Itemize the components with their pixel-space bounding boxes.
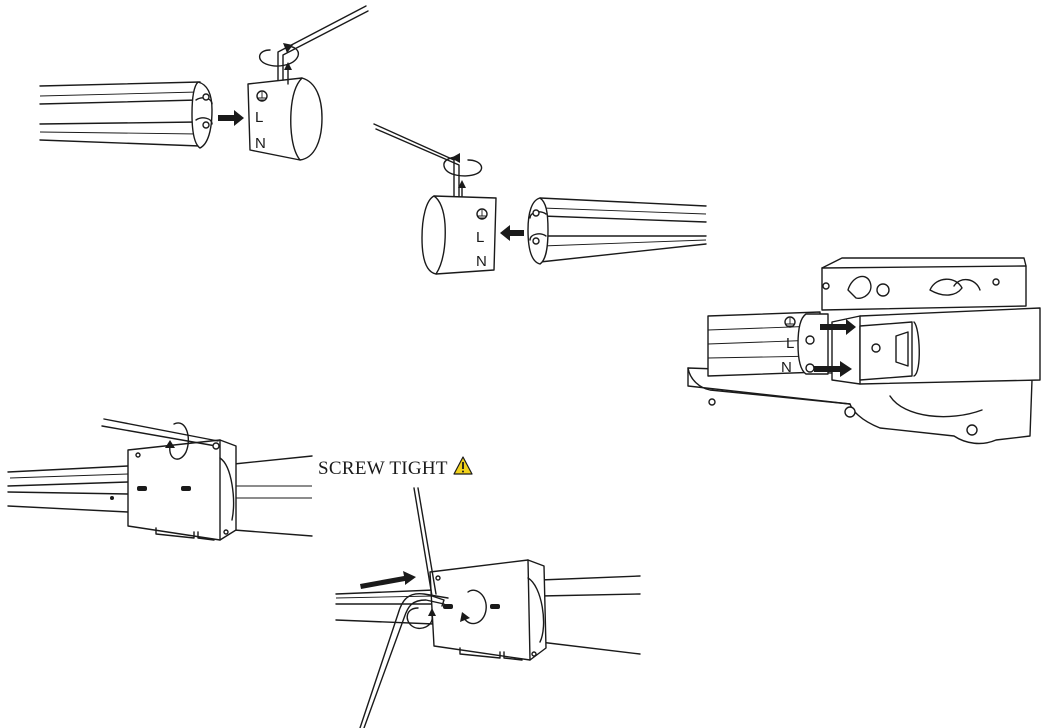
connector-block: L N (421, 195, 497, 275)
hex-key-icon (277, 5, 369, 81)
housing-body (687, 367, 1033, 445)
screw-tight-text: SCREW TIGHT (318, 458, 448, 479)
hex-key-icon (373, 123, 460, 207)
terminal-label-l: L (786, 335, 794, 352)
earth-symbol-icon (256, 90, 268, 102)
earth-symbol-icon (476, 208, 488, 220)
track-profile (335, 575, 641, 655)
push-arrow-icon (814, 361, 852, 377)
push-arrow-icon (820, 319, 856, 335)
terminal-label-n: N (781, 359, 792, 376)
terminal-label-n: N (476, 253, 487, 270)
rotation-arrow-icon (460, 589, 487, 625)
screw-tight-note: SCREW TIGHT (318, 456, 473, 479)
earth-symbol-icon (784, 316, 796, 328)
terminal-label-l: L (255, 109, 263, 126)
hex-key-icon (101, 418, 220, 450)
rotation-arrow-icon (406, 607, 436, 630)
coupler-block (127, 439, 237, 541)
coupler-block (429, 559, 547, 661)
hex-key-icon (359, 487, 449, 728)
push-arrow-icon (360, 571, 416, 589)
step-track-insert: L N (687, 257, 1041, 445)
track-profile: L N (707, 311, 829, 377)
track-profile (233, 455, 313, 537)
track-profile-right (527, 197, 707, 265)
rotation-arrow-icon (165, 422, 190, 460)
rotation-arrow-icon (259, 43, 300, 67)
track-profile-left (39, 81, 213, 149)
step-coupler-fix (7, 418, 313, 541)
step-connect-left: L N (373, 123, 707, 275)
terminal-label-l: L (476, 229, 484, 246)
push-arrow-icon (218, 110, 244, 126)
warning-triangle-icon (453, 456, 473, 475)
track-profile (7, 465, 129, 513)
rotation-arrow-icon (443, 153, 483, 177)
step-connect-right: L N (39, 5, 369, 161)
step-coupler-screw (335, 487, 641, 728)
push-arrow-icon (500, 225, 524, 241)
housing-top (821, 257, 1027, 311)
track-adapter (831, 307, 1041, 385)
terminal-label-n: N (255, 135, 266, 152)
connector-block: L N (247, 77, 323, 161)
